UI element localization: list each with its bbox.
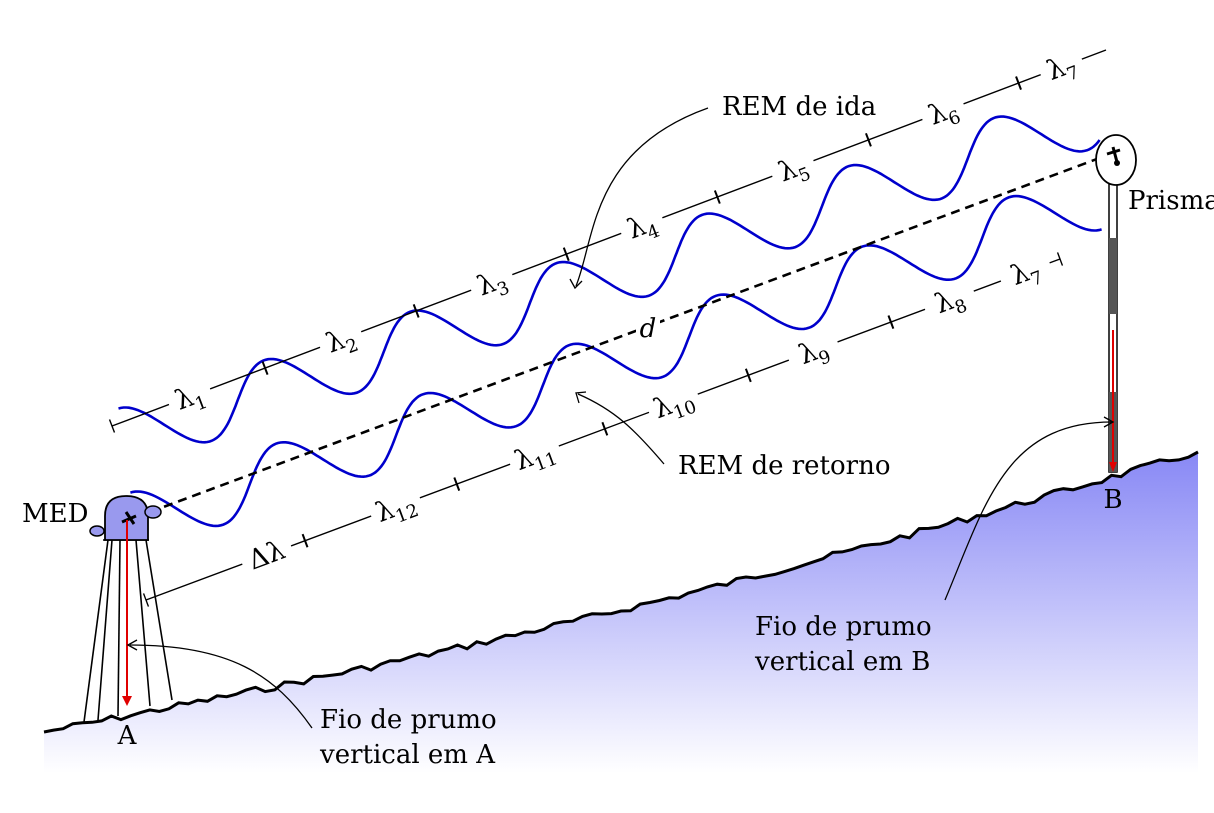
scale-label-bg <box>366 484 425 530</box>
fio-a-line2: vertical em A <box>319 740 496 770</box>
distance-label-bg <box>636 312 660 344</box>
scale-tick <box>744 368 752 383</box>
scale-tick <box>412 304 420 318</box>
scale-label-bg <box>767 147 819 190</box>
distance-line <box>149 154 1106 514</box>
scale-tick <box>453 477 461 491</box>
rem-retorno-label: REM de retorno <box>678 451 890 481</box>
med-label: MED <box>22 499 88 529</box>
rem-ida-label: REM de ida <box>722 92 876 122</box>
point-a-label: A <box>117 721 138 751</box>
scale-label-bg <box>466 261 518 304</box>
scale-label-bg <box>917 90 969 133</box>
prism-label: Prisma <box>1128 186 1214 216</box>
leader-fio-a <box>129 644 313 729</box>
leader-rem-retorno <box>577 393 665 465</box>
distance-label: d <box>640 314 657 344</box>
leader-fio-b-arrowhead <box>1103 416 1115 428</box>
return-wave <box>130 194 1102 528</box>
scale-label-bg <box>164 375 216 418</box>
scale-tick <box>865 132 872 147</box>
scale-label-bg <box>920 278 979 323</box>
point-b-label: B <box>1103 485 1122 515</box>
leader-rem-ida <box>575 107 709 287</box>
scale-label-bg <box>783 328 843 374</box>
scale-tick <box>887 315 895 329</box>
scale-end-tick <box>1056 252 1064 266</box>
scale-label-bg <box>996 249 1055 295</box>
leader-rem-retorno-arrowhead <box>575 391 587 404</box>
scale-label-bg <box>616 204 668 247</box>
scale-label-bg <box>1035 46 1087 88</box>
scale-end-tick <box>142 593 150 607</box>
outgoing-wave <box>118 115 1101 444</box>
scale-label-bg <box>237 532 296 578</box>
leader-fio-a-arrowhead <box>126 639 138 651</box>
med-instrument <box>89 495 162 541</box>
scale-axis <box>145 258 1061 601</box>
terrain-outline <box>43 450 1199 734</box>
outgoing-wavelength-label: λ5 <box>774 149 813 193</box>
scale-label-bg <box>644 381 703 426</box>
leader-fio-b <box>944 421 1113 601</box>
scale-tick <box>1015 76 1022 90</box>
scale-tick <box>261 361 269 375</box>
prism <box>1095 134 1137 186</box>
plumb-arrow-a <box>122 696 132 706</box>
scale-label-bg <box>315 318 367 361</box>
scale-end-tick <box>108 419 116 433</box>
fio-b-line1: Fio de prumo <box>755 612 932 642</box>
prism-rod <box>1108 183 1118 473</box>
scale-label-bg <box>505 432 564 478</box>
scale-tick <box>562 247 570 262</box>
fio-b-line2: vertical em B <box>754 647 930 677</box>
scale-tick <box>713 190 721 204</box>
leader-rem-ida-arrowhead <box>569 278 583 290</box>
scale-tick <box>601 421 609 436</box>
scale-tick <box>301 533 309 548</box>
fio-a-line1: Fio de prumo <box>320 705 497 735</box>
